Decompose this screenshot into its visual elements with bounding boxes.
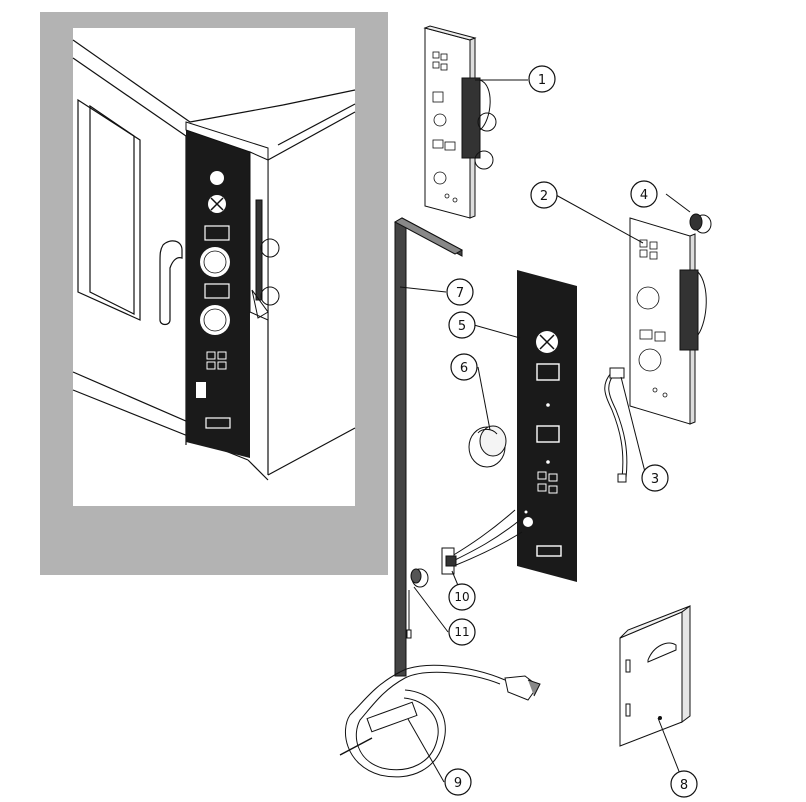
callout-label: 11: [454, 625, 469, 639]
part-core-probe: [339, 664, 541, 778]
part-control-board-upper: [423, 25, 497, 219]
part-manual-booklet: [619, 605, 691, 747]
callout-label: 7: [456, 286, 464, 301]
oven-side-harness: [249, 151, 280, 321]
callout-label: 6: [460, 361, 468, 376]
callout-label: 5: [458, 319, 466, 334]
part-control-board-lower: [604, 217, 707, 483]
callout-label: 4: [640, 188, 648, 203]
callout-5: 5: [448, 311, 476, 339]
part-socket-assembly: [441, 509, 523, 575]
oven-body: [72, 39, 356, 481]
callout-4: 4: [630, 180, 658, 208]
part-side-bracket: [393, 217, 464, 677]
callout-8: 8: [670, 770, 698, 798]
callout-6: 6: [450, 353, 478, 381]
part-control-knob: [468, 425, 507, 468]
callout-7: 7: [446, 278, 474, 306]
callout-label: 2: [540, 189, 548, 204]
callout-2: 2: [530, 181, 558, 209]
callout-label: 3: [651, 472, 659, 487]
callout-label: 10: [454, 590, 469, 604]
part-knob-cap: [689, 213, 712, 234]
inset-oven-view: [40, 12, 388, 575]
part-grommet: [406, 568, 429, 639]
callout-3: 3: [641, 464, 669, 492]
callout-10: 10: [448, 583, 476, 611]
callout-label: 1: [538, 73, 546, 88]
part-control-panel-front: [517, 270, 577, 582]
callout-1: 1: [528, 65, 556, 93]
callout-label: 9: [454, 776, 462, 791]
callout-11: 11: [448, 618, 476, 646]
callout-9: 9: [444, 768, 472, 796]
leader-lines: [399, 79, 691, 785]
callout-label: 8: [680, 778, 688, 793]
